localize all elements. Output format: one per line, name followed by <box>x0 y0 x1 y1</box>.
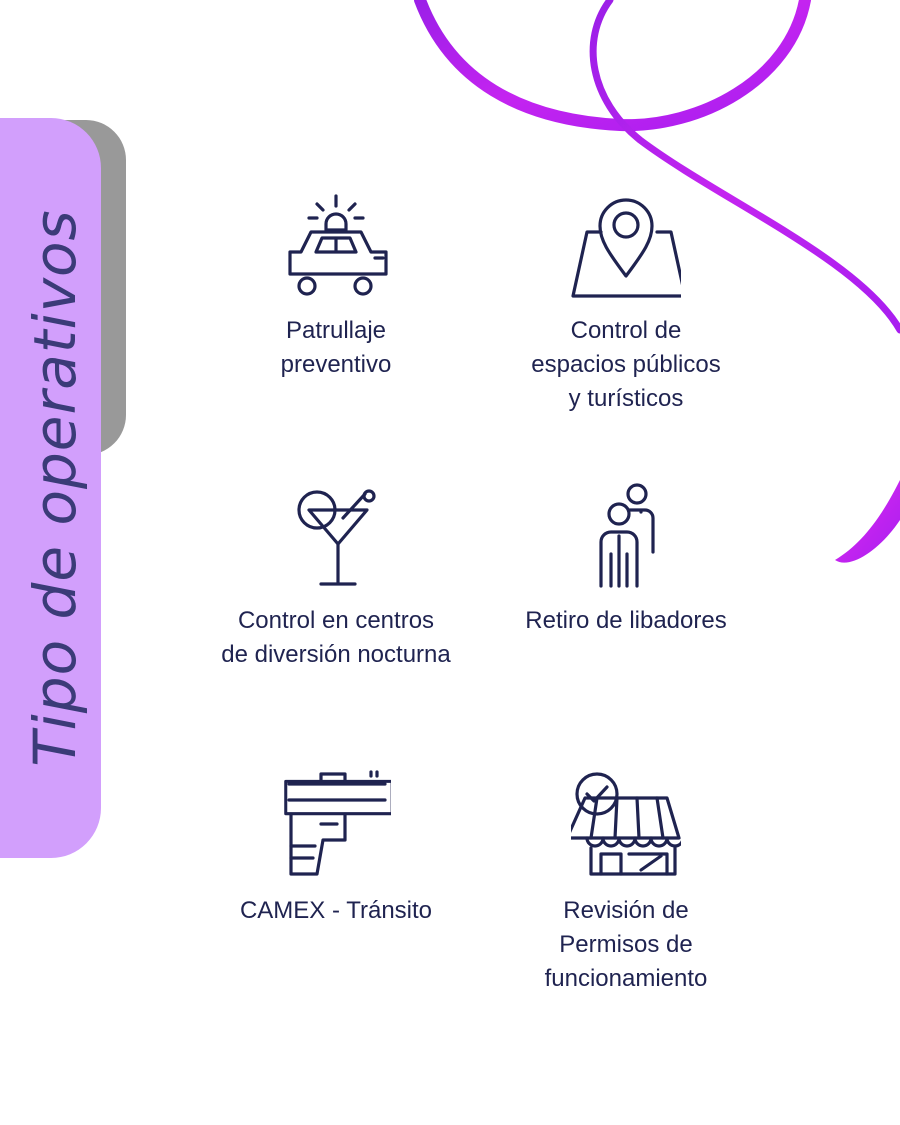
item-label: Patrullaje preventivo <box>280 317 392 378</box>
pistol-icon <box>284 770 391 876</box>
item-espacios: Control de espacios públicos y turístico… <box>508 190 744 416</box>
people-icon <box>599 483 655 588</box>
item-label: Retiro de libadores <box>525 607 727 634</box>
map-pin-icon <box>571 198 681 298</box>
item-camex: CAMEX - Tránsito <box>218 770 454 928</box>
item-patrullaje: Patrullaje preventivo <box>218 190 454 382</box>
cocktail-icon <box>297 489 376 586</box>
item-diversion: Control en centros de diversión nocturna <box>218 480 454 672</box>
tab-title: Tipo de operativos <box>21 209 89 767</box>
item-label: Control en centros de diversión nocturna <box>221 607 451 668</box>
item-label: Revisión de Permisos de funcionamiento <box>544 897 708 992</box>
item-label: CAMEX - Tránsito <box>239 897 433 924</box>
item-label: Control de espacios públicos y turístico… <box>531 317 721 412</box>
item-libadores: Retiro de libadores <box>508 480 744 638</box>
item-permisos: Revisión de Permisos de funcionamiento <box>478 770 774 996</box>
store-check-icon <box>571 772 681 876</box>
police-car-icon <box>288 194 388 296</box>
side-tab <box>0 118 101 858</box>
